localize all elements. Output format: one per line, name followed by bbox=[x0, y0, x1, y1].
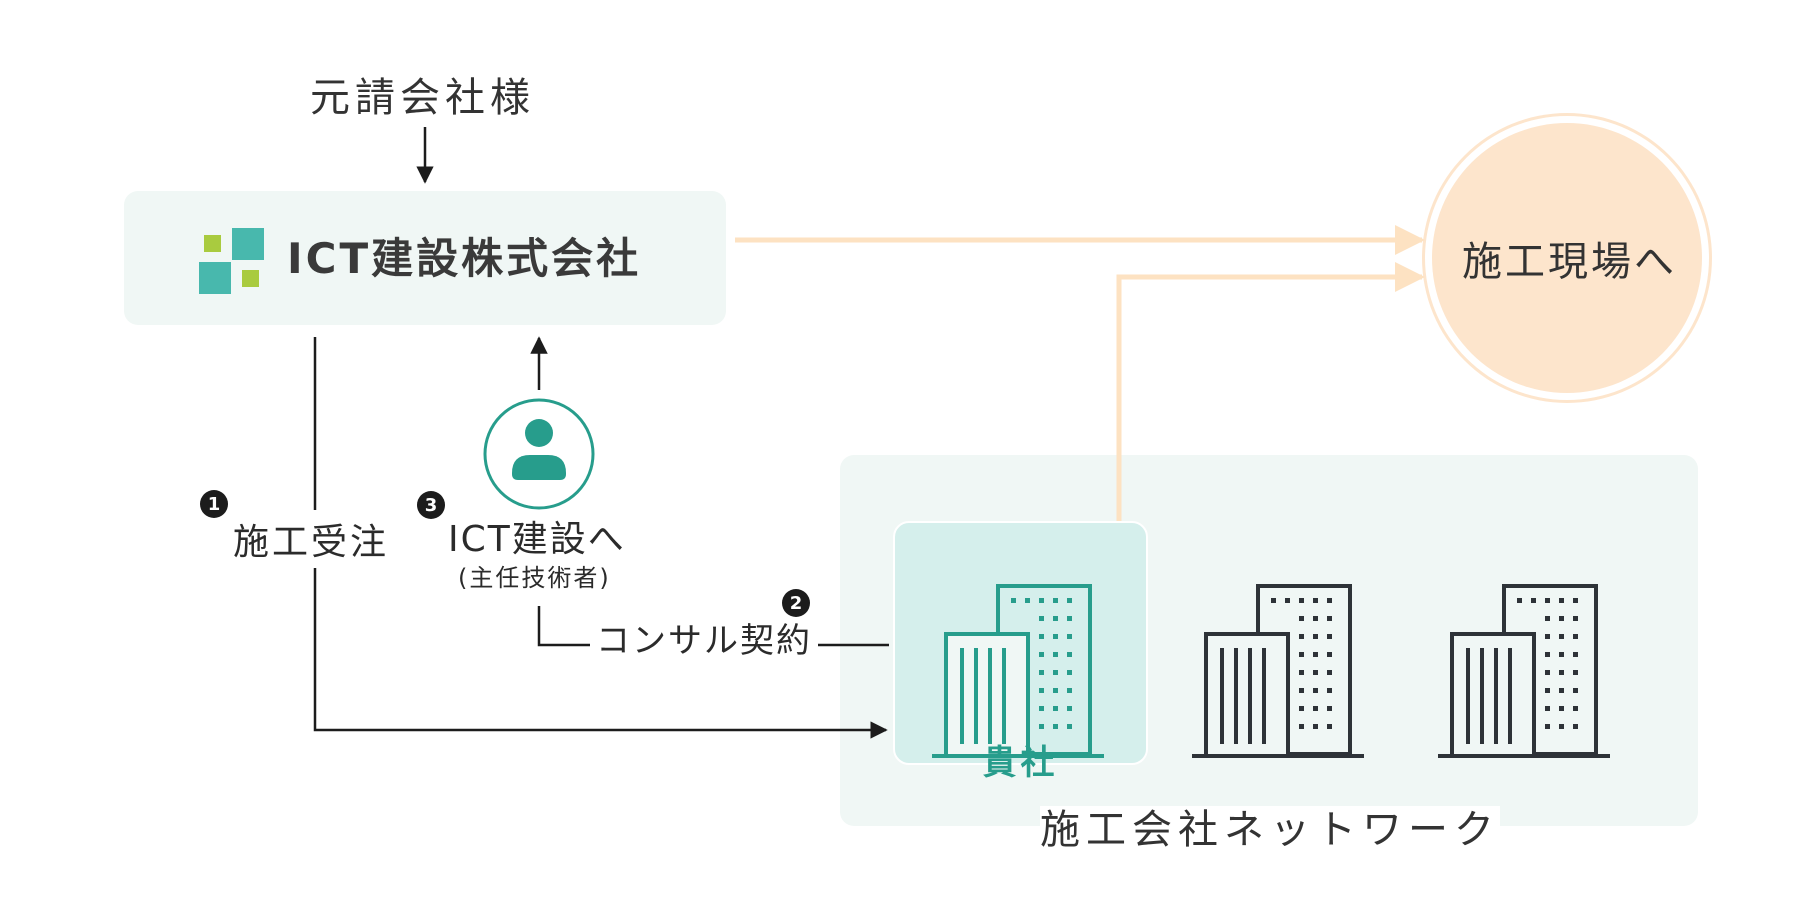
step-2-label: コンサル契約 bbox=[590, 624, 818, 658]
person-circle-icon bbox=[483, 398, 595, 510]
order-arrow bbox=[313, 568, 888, 739]
step-3-badge: 3 bbox=[417, 491, 445, 519]
step-2-badge: 2 bbox=[782, 589, 810, 617]
network-label: 施工会社ネットワーク bbox=[1040, 806, 1500, 854]
ict-company-name: ICT建設株式会社 bbox=[287, 234, 642, 283]
step-1-label: 施工受注 bbox=[233, 522, 390, 563]
network-building-icon-2 bbox=[1436, 584, 1612, 758]
construction-site-circle bbox=[1432, 123, 1702, 393]
ict-company-panel bbox=[124, 191, 726, 325]
you-to-site-arrow bbox=[1116, 262, 1425, 521]
step-3-sublabel: (主任技術者) bbox=[458, 564, 611, 592]
your-company-building-icon bbox=[930, 584, 1106, 758]
ict-logo-icon bbox=[199, 228, 264, 294]
step-3-label: ICT建設へ bbox=[448, 519, 626, 560]
site-label: 施工現場へ bbox=[1462, 239, 1677, 285]
network-building-icon-1 bbox=[1190, 584, 1366, 758]
your-company-label: 貴社 bbox=[982, 743, 1059, 783]
client-label: 元請会社様 bbox=[310, 75, 535, 121]
step-1-badge: 1 bbox=[200, 490, 228, 518]
